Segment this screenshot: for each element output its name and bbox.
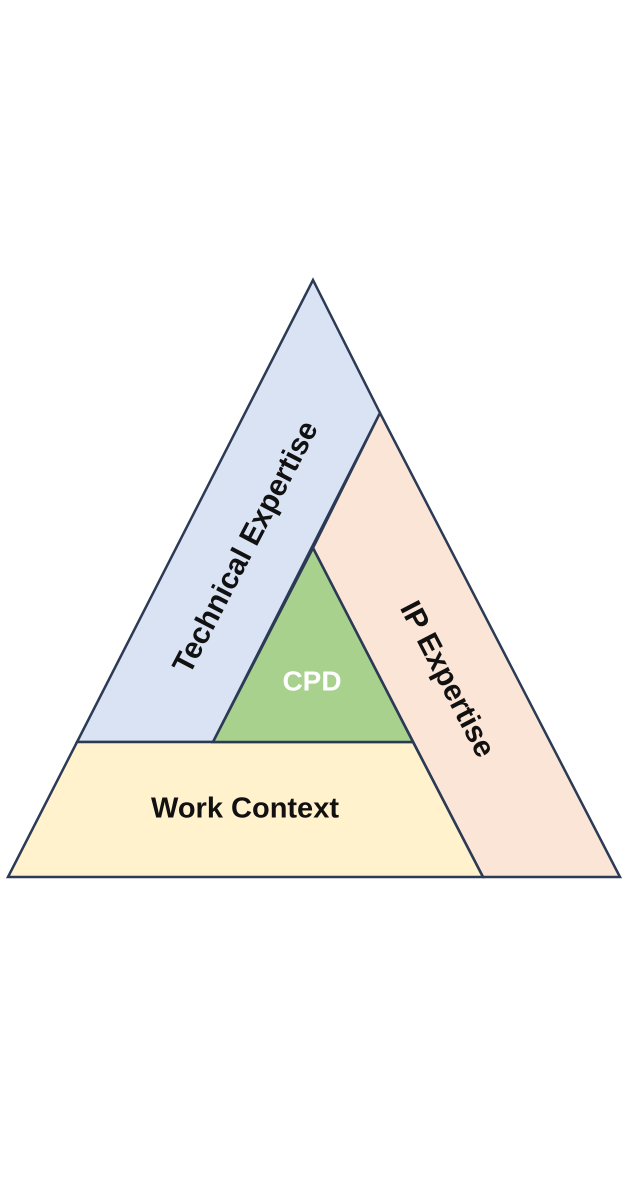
- cpd-label: CPD: [282, 665, 341, 696]
- work-context-label: Work Context: [151, 793, 339, 825]
- cpd-segment: [210, 545, 416, 744]
